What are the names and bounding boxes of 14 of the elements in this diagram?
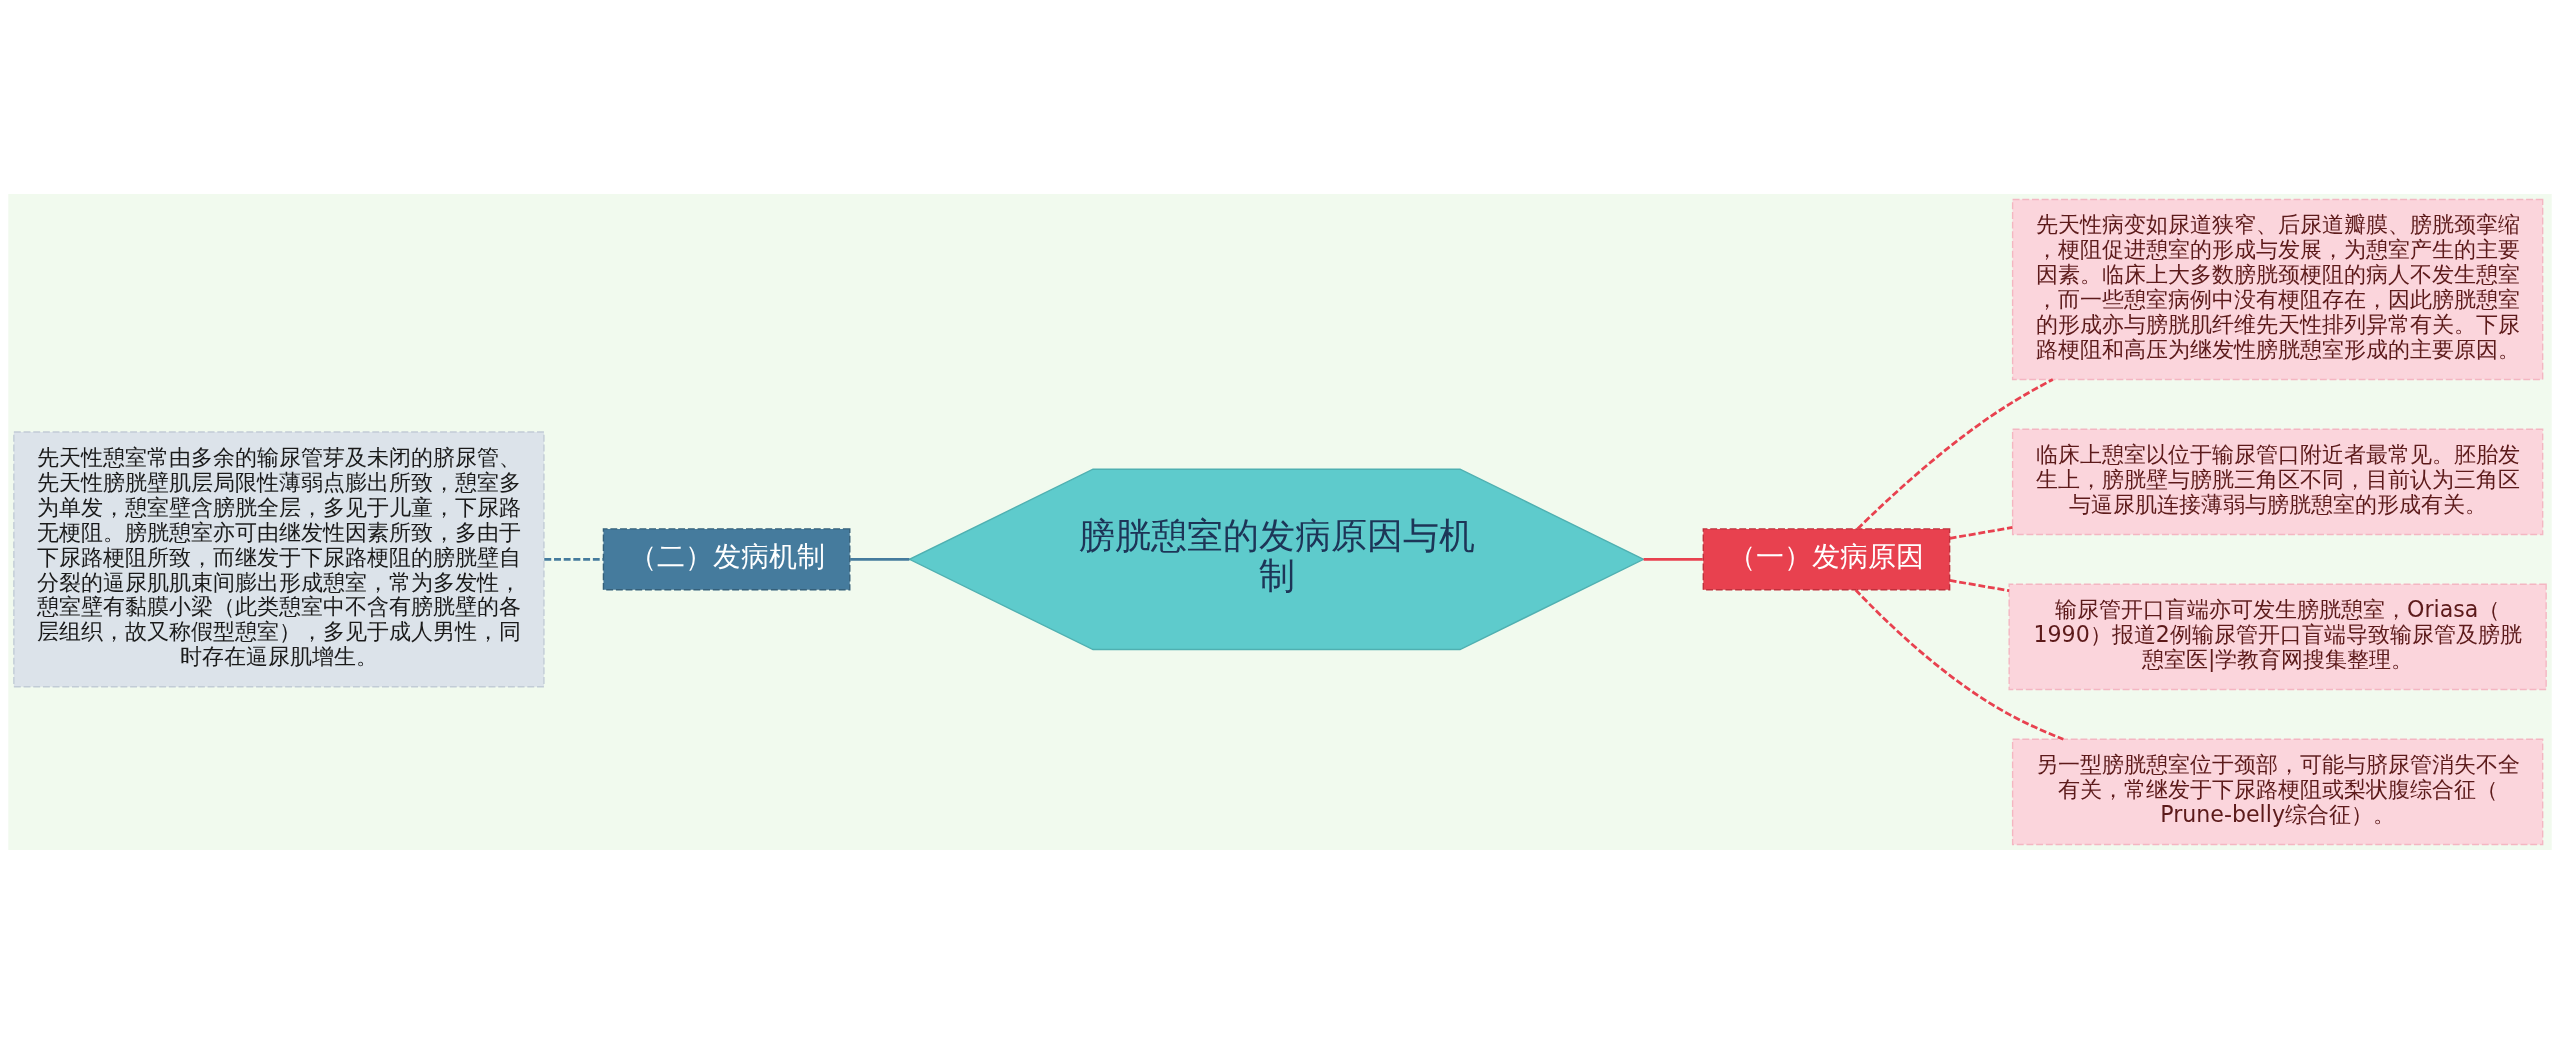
node-box: （二）发病机制 — [602, 527, 851, 590]
node-box: 输尿管开口盲端亦可发生膀胱憩室，Oriasa（1990）报道2例输尿管开口盲端导致输尿管及膀胱憩室医|学教育网搜集整理。 — [2008, 583, 2547, 690]
node-box: 另一型膀胱憩室位于颈部，可能与脐尿管消失不全有关，常继发于下尿路梗阻或梨状腹综合征（Prune-belly综合征）。 — [2011, 738, 2544, 845]
node-box: 临床上憩室以位于输尿管口附近者最常见。胚胎发生上，膀胱壁与膀胱三角区不同，目前认为三角区与逼尿肌连接薄弱与膀胱憩室的形成有关。 — [2011, 428, 2544, 535]
connector — [850, 557, 910, 561]
node-box: （一）发病原因 — [1702, 527, 1951, 590]
connector — [544, 557, 604, 561]
connector — [1856, 377, 2054, 530]
node-box: 先天性憩室常由多余的输尿管芽及未闭的脐尿管、先天性膀胱壁肌层局限性薄弱点膨出所致，憩室多为单发，憩室壁含膀胱全层，多见于儿童，下尿路无梗阻。膀胱憩室亦可由继发性因素所致，多由于下尿路梗阻所致，而继发于下尿路梗阻的膀胱壁自分裂的逼尿肌肌束间膨出形成憩室，常为多发性，憩室壁有黏膜小梁（此类憩室中不含有膀胱壁的各层组织，故又称假型憩室），多见于成人男性，同时存在逼尿肌增生。 — [13, 430, 545, 687]
connector — [1643, 557, 1703, 561]
connector — [1949, 578, 2010, 592]
connector — [1854, 588, 2064, 740]
connector — [1949, 525, 2013, 540]
node-box: 先天性病变如尿道狭窄、后尿道瓣膜、膀胱颈挛缩，梗阻促进憩室的形成与发展，为憩室产生的主要因素。临床上大多数膀胱颈梗阻的病人不发生憩室，而一些憩室病例中没有梗阻存在，因此膀胱憩室的形成亦与膀胱肌纤维先天性排列异常有关。下尿路梗阻和高压为继发性膀胱憩室形成的主要原因。 — [2011, 198, 2544, 380]
